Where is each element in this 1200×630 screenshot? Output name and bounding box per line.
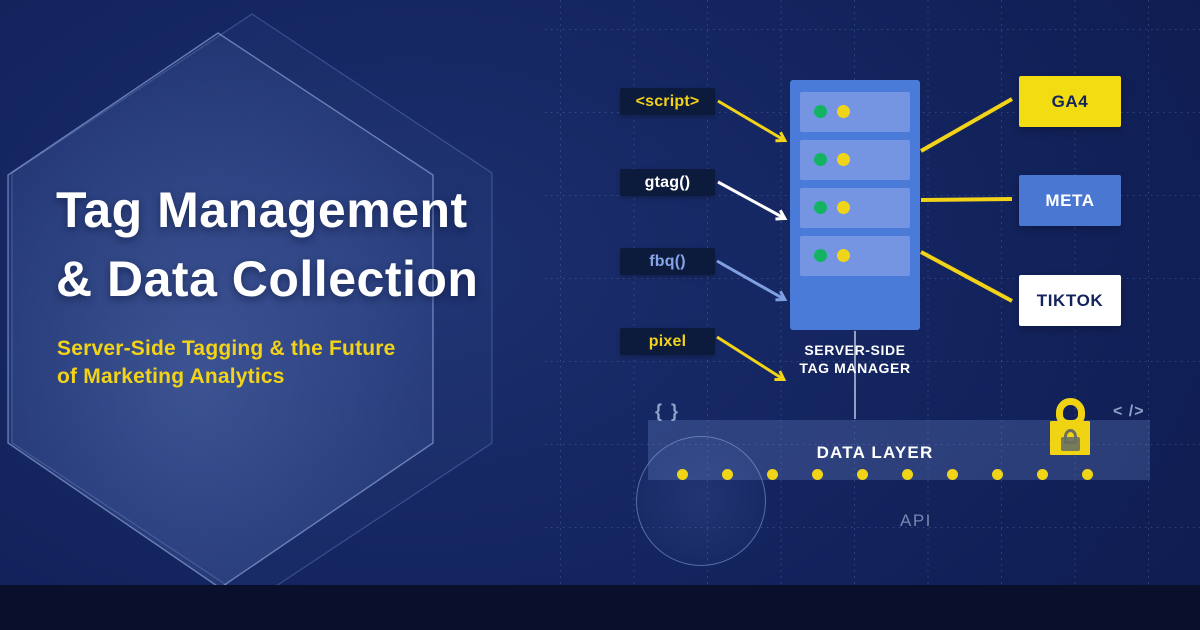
code-slash-icon: < /> bbox=[1113, 403, 1145, 420]
yellow-led-icon bbox=[837, 201, 850, 214]
page-title: Tag Management & Data Collection bbox=[56, 176, 616, 314]
page-subtitle: Server-Side Tagging & the Future of Mark… bbox=[57, 335, 477, 391]
destination-ga4: GA4 bbox=[1019, 76, 1121, 127]
server-row bbox=[800, 188, 910, 228]
tag-label-gtag: gtag() bbox=[620, 169, 715, 196]
server-row bbox=[800, 92, 910, 132]
data-layer-dot bbox=[991, 469, 1003, 480]
data-layer-dot bbox=[811, 469, 823, 480]
data-layer-dot bbox=[676, 469, 688, 480]
server-rack bbox=[790, 80, 920, 330]
data-layer-dot bbox=[946, 469, 958, 480]
green-led-icon bbox=[814, 105, 827, 118]
data-layer-dot bbox=[901, 469, 913, 480]
server-caption-line1: SERVER-SIDE bbox=[804, 342, 906, 358]
server-row bbox=[800, 236, 910, 276]
circle-decoration bbox=[636, 436, 766, 566]
green-led-icon bbox=[814, 153, 827, 166]
subtitle-line1: Server-Side Tagging & the Future bbox=[57, 337, 396, 360]
yellow-led-icon bbox=[837, 249, 850, 262]
braces-icon: { } bbox=[655, 401, 681, 421]
tag-label-script: <script> bbox=[620, 88, 715, 115]
destination-tiktok: TIKTOK bbox=[1019, 275, 1121, 326]
data-layer-dot bbox=[766, 469, 778, 480]
data-layer-dot bbox=[1081, 469, 1093, 480]
footer-bar: TECHBULLION.COM DIGITAL MARKETING bbox=[0, 585, 1200, 630]
green-led-icon bbox=[814, 201, 827, 214]
title-line2: & Data Collection bbox=[56, 251, 479, 307]
server-caption-line2: TAG MANAGER bbox=[799, 360, 911, 376]
api-label: API bbox=[900, 511, 932, 530]
yellow-led-icon bbox=[837, 153, 850, 166]
server-row bbox=[800, 140, 910, 180]
tag-label-fbq: fbq() bbox=[620, 248, 715, 275]
yellow-led-icon bbox=[837, 105, 850, 118]
server-caption: SERVER-SIDE TAG MANAGER bbox=[775, 341, 935, 377]
subtitle-line2: of Marketing Analytics bbox=[57, 365, 285, 388]
green-led-icon bbox=[814, 249, 827, 262]
data-layer-label: DATA LAYER bbox=[816, 443, 934, 462]
tag-label-pixel: pixel bbox=[620, 328, 715, 355]
data-layer-dot bbox=[721, 469, 733, 480]
data-layer-dot bbox=[856, 469, 868, 480]
destination-meta: META bbox=[1019, 175, 1121, 226]
title-line1: Tag Management bbox=[56, 182, 468, 238]
data-layer-dot bbox=[1036, 469, 1048, 480]
mini-lock-body bbox=[1061, 437, 1080, 451]
